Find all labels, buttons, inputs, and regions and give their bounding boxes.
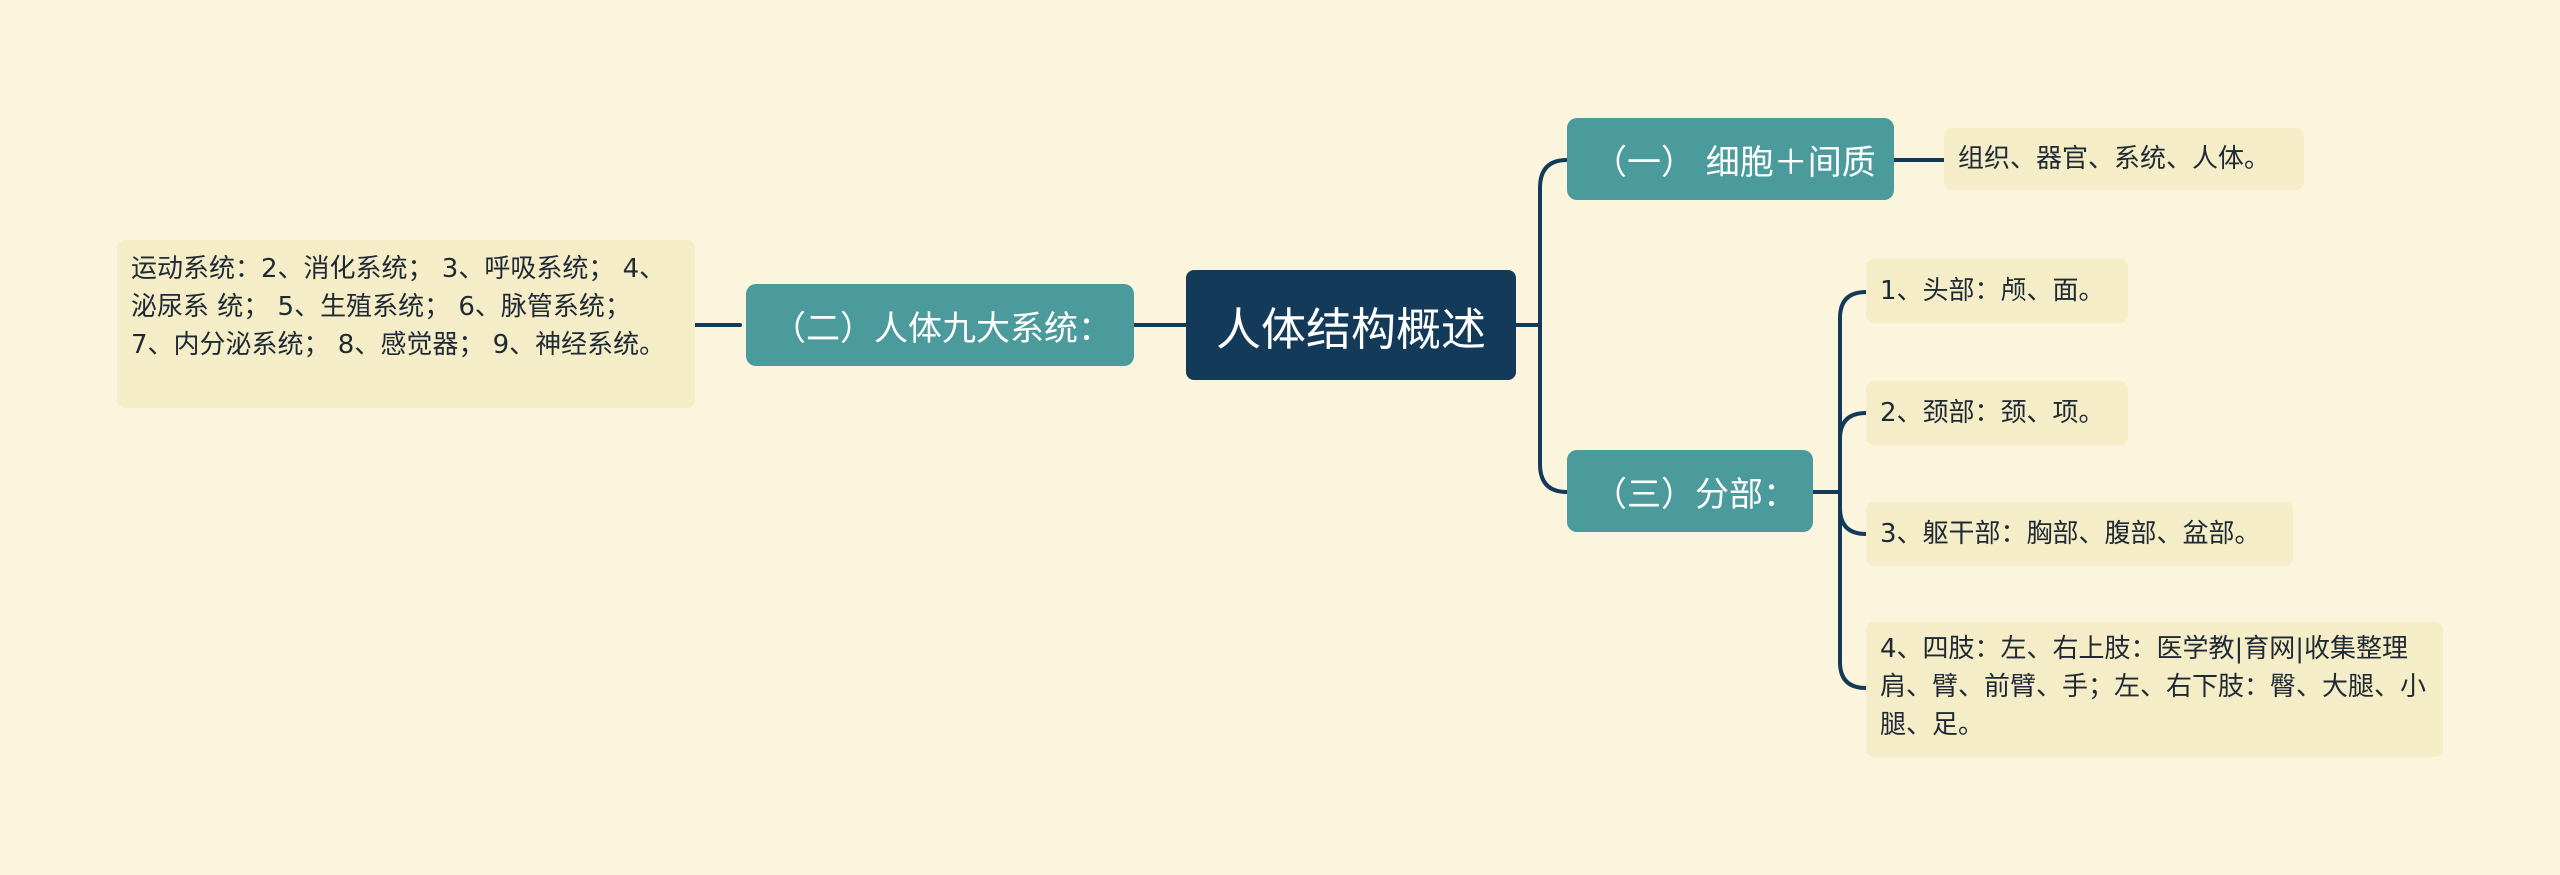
leaf-node[interactable]: 1、头部：颅、面。 (1866, 259, 2128, 323)
connector-right-trunk (1538, 158, 1569, 494)
connector-branch3-trunk (1838, 290, 1868, 690)
branch-label: （一） 细胞＋间质 (1593, 142, 1876, 183)
leaf-label: 2、颈部：颈、项。 (1880, 398, 2105, 428)
branch-node-1[interactable]: （一） 细胞＋间质 (1567, 118, 1894, 200)
leaf-label: 4、四肢：左、右上肢：医学教|育网|收集整理肩、臂、前臂、手；左、右下肢：臀、大… (1880, 634, 2427, 740)
leaf-node[interactable]: 2、颈部：颈、项。 (1866, 381, 2128, 445)
leaf-node[interactable]: 4、四肢：左、右上肢：医学教|育网|收集整理肩、臂、前臂、手；左、右下肢：臀、大… (1866, 622, 2443, 757)
leaf-label: 运动系统：2、消化系统； 3、呼吸系统； 4、泌尿系 统； 5、生殖系统； 6、… (131, 254, 666, 360)
branch-node-2[interactable]: （二）人体九大系统： (746, 284, 1134, 366)
connector-branch3-child2 (1838, 411, 1868, 441)
leaf-label: 1、头部：颅、面。 (1880, 276, 2105, 306)
root-node[interactable]: 人体结构概述 (1186, 270, 1516, 380)
leaf-node[interactable]: 运动系统：2、消化系统； 3、呼吸系统； 4、泌尿系 统； 5、生殖系统； 6、… (117, 240, 695, 408)
branch-label: （三）分部： (1593, 474, 1797, 515)
leaf-node[interactable]: 组织、器官、系统、人体。 (1944, 128, 2304, 190)
connector-branch3-child3 (1838, 506, 1868, 536)
leaf-label: 3、躯干部：胸部、腹部、盆部。 (1880, 519, 2261, 549)
branch-label: （二）人体九大系统： (772, 308, 1112, 349)
leaf-node[interactable]: 3、躯干部：胸部、腹部、盆部。 (1866, 502, 2293, 566)
leaf-label: 组织、器官、系统、人体。 (1958, 144, 2271, 174)
branch-node-3[interactable]: （三）分部： (1567, 450, 1813, 532)
root-label: 人体结构概述 (1215, 302, 1486, 356)
